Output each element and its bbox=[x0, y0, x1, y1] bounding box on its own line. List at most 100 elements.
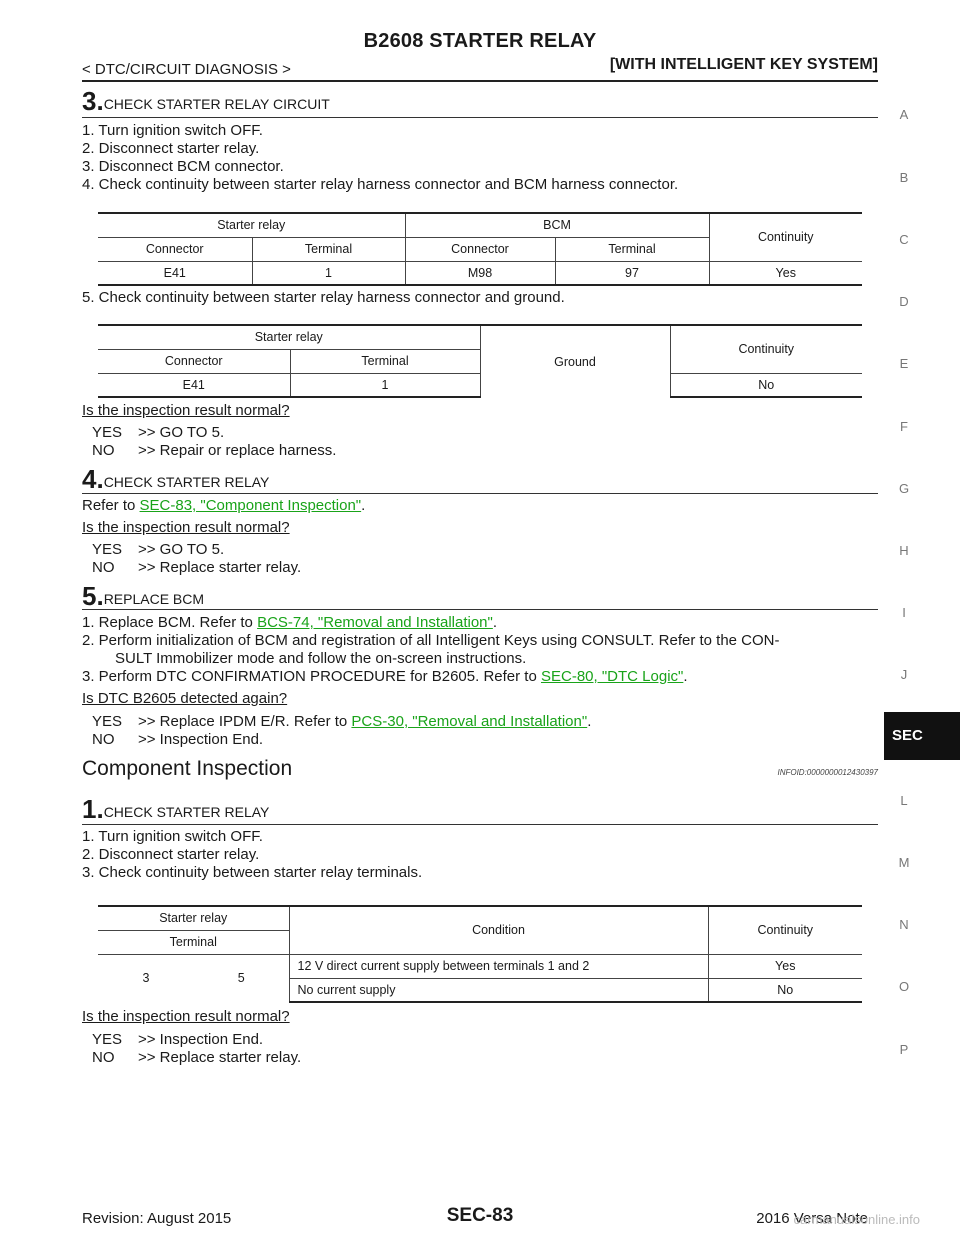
side-index-g[interactable]: G bbox=[898, 481, 910, 496]
col-header-terminal: Terminal bbox=[251, 236, 405, 261]
instruction-line: 3. Perform DTC CONFIRMATION PROCEDURE fo… bbox=[82, 668, 688, 685]
watermark: carmanualsonline.info bbox=[793, 1212, 920, 1227]
yes-branch: YES>> Inspection End. bbox=[92, 1031, 263, 1048]
no-action: >> Inspection End. bbox=[138, 731, 264, 748]
yes-branch: YES>> GO TO 5. bbox=[92, 424, 224, 441]
text: 1. Replace BCM. Refer to bbox=[82, 614, 258, 631]
instruction-line: 3. Check continuity between starter rela… bbox=[82, 864, 423, 881]
side-index-c[interactable]: C bbox=[899, 232, 909, 247]
side-index-m[interactable]: M bbox=[898, 855, 910, 870]
text: Refer to bbox=[82, 497, 140, 514]
yes-branch: YES >> Replace IPDM E/R. Refer to PCS-30,… bbox=[92, 713, 591, 730]
col-header-continuity: Continuity bbox=[707, 905, 862, 954]
step-number: 5. bbox=[82, 581, 104, 611]
instruction-line: 1. Turn ignition switch OFF. bbox=[82, 122, 263, 139]
instruction-line-continued: SULT Immobilizer mode and follow the on-… bbox=[115, 650, 527, 667]
instruction-line: 2. Perform initialization of BCM and reg… bbox=[82, 632, 780, 649]
col-header-connector: Connector bbox=[98, 236, 252, 261]
section-heading: Component Inspection bbox=[82, 757, 293, 780]
no-action: >> Replace starter relay. bbox=[138, 559, 302, 576]
table-cell: Yes bbox=[708, 260, 862, 286]
step-number: 1. bbox=[82, 794, 104, 824]
step-3-heading: 3.CHECK STARTER RELAY CIRCUIT bbox=[82, 86, 330, 117]
side-index-a[interactable]: A bbox=[899, 107, 909, 122]
continuity-table-terminals: Starter relay Condition Continuity Termi… bbox=[98, 905, 862, 1003]
continuity-table-bcm: Starter relay BCM Continuity Connector T… bbox=[98, 212, 862, 286]
col-header-starter-relay: Starter relay bbox=[98, 905, 289, 930]
side-index-sec-active[interactable]: SEC bbox=[884, 712, 960, 760]
no-key: NO bbox=[92, 559, 115, 576]
no-key: NO bbox=[92, 731, 115, 748]
side-index-f[interactable]: F bbox=[900, 419, 908, 434]
text: . bbox=[587, 713, 592, 730]
reference-link[interactable]: BCS-74, "Removal and Installation" bbox=[257, 614, 493, 631]
reference-link[interactable]: SEC-83, "Component Inspection" bbox=[139, 497, 362, 514]
side-index-e[interactable]: E bbox=[899, 356, 909, 371]
revision-date: Revision: August 2015 bbox=[82, 1210, 232, 1227]
col-header-continuity: Continuity bbox=[708, 212, 862, 261]
variant-label: [WITH INTELLIGENT KEY SYSTEM] bbox=[609, 56, 878, 73]
continuity-table-ground: Starter relay Ground Continuity Connecto… bbox=[98, 324, 862, 398]
step-title: REPLACE BCM bbox=[103, 591, 205, 607]
col-header-bcm: BCM bbox=[404, 212, 709, 237]
side-index-o[interactable]: O bbox=[898, 979, 910, 994]
yes-key: YES bbox=[92, 541, 123, 558]
no-action: >> Repair or replace harness. bbox=[138, 442, 337, 459]
step-title: CHECK STARTER RELAY bbox=[103, 804, 270, 820]
table-cell: No bbox=[669, 372, 862, 398]
step-rule bbox=[82, 609, 878, 610]
page-number: SEC-83 bbox=[446, 1205, 514, 1226]
no-branch: NO >> Replace starter relay. bbox=[92, 559, 301, 576]
step-4-heading: 4.CHECK STARTER RELAY bbox=[82, 464, 269, 495]
step-title: CHECK STARTER RELAY bbox=[103, 474, 270, 490]
step-number: 3. bbox=[82, 86, 104, 116]
reference-link[interactable]: SEC-80, "DTC Logic" bbox=[540, 668, 684, 685]
instruction-line: 2. Disconnect starter relay. bbox=[82, 140, 260, 157]
header-rule bbox=[82, 80, 878, 82]
yes-key: YES bbox=[92, 713, 123, 730]
step-rule bbox=[82, 824, 878, 825]
reference-link[interactable]: PCS-30, "Removal and Installation" bbox=[351, 713, 588, 730]
table-cell-continuity: Yes bbox=[707, 953, 862, 978]
yes-action: >> GO TO 5. bbox=[138, 424, 225, 441]
table-cell-terminal-b: 5 bbox=[194, 953, 289, 1002]
step-title: CHECK STARTER RELAY CIRCUIT bbox=[103, 96, 330, 112]
table-cell-condition: No current supply bbox=[288, 977, 708, 1003]
side-index-p[interactable]: P bbox=[899, 1042, 909, 1057]
no-branch: NO>> Replace starter relay. bbox=[92, 1049, 301, 1066]
side-index-b[interactable]: B bbox=[899, 170, 909, 185]
step-number: 4. bbox=[82, 464, 104, 494]
table-cell-condition: 12 V direct current supply between termi… bbox=[288, 953, 708, 978]
text: . bbox=[683, 668, 688, 685]
yes-action: >> Replace IPDM E/R. Refer to bbox=[138, 713, 352, 730]
inspection-question: Is DTC B2605 detected again? bbox=[82, 690, 288, 707]
table-cell: 97 bbox=[554, 260, 709, 286]
side-index-i[interactable]: I bbox=[902, 605, 906, 620]
instruction-line: 2. Disconnect starter relay. bbox=[82, 846, 260, 863]
text: . bbox=[492, 614, 498, 631]
table-cell: M98 bbox=[404, 260, 555, 286]
no-key: NO bbox=[92, 442, 115, 459]
col-header-terminal: Terminal bbox=[554, 236, 709, 261]
yes-action: >> GO TO 5. bbox=[138, 541, 225, 558]
table-cell: 1 bbox=[289, 372, 480, 398]
inspection-question: Is the inspection result normal? bbox=[82, 1008, 290, 1025]
col-header-starter-relay: Starter relay bbox=[98, 212, 405, 237]
side-index-n[interactable]: N bbox=[899, 917, 909, 932]
side-index-j[interactable]: J bbox=[900, 667, 908, 682]
page-title: B2608 STARTER RELAY bbox=[363, 30, 597, 52]
table-cell: 1 bbox=[251, 260, 405, 286]
yes-action: >> Inspection End. bbox=[138, 1031, 264, 1048]
col-header-condition: Condition bbox=[288, 905, 708, 954]
side-index-d[interactable]: D bbox=[899, 294, 909, 309]
side-index-h[interactable]: H bbox=[899, 543, 909, 558]
no-branch: NO >> Repair or replace harness. bbox=[92, 442, 336, 459]
col-header-connector: Connector bbox=[404, 236, 555, 261]
col-header-terminal: Terminal bbox=[98, 929, 289, 954]
yes-branch: YES >> GO TO 5. bbox=[92, 541, 224, 558]
side-index-l[interactable]: L bbox=[900, 793, 908, 808]
instruction-line: 1. Turn ignition switch OFF. bbox=[82, 828, 263, 845]
table-cell: E41 bbox=[98, 260, 252, 286]
col-header-connector: Connector bbox=[98, 348, 290, 373]
inspection-question: Is the inspection result normal? bbox=[82, 402, 290, 419]
